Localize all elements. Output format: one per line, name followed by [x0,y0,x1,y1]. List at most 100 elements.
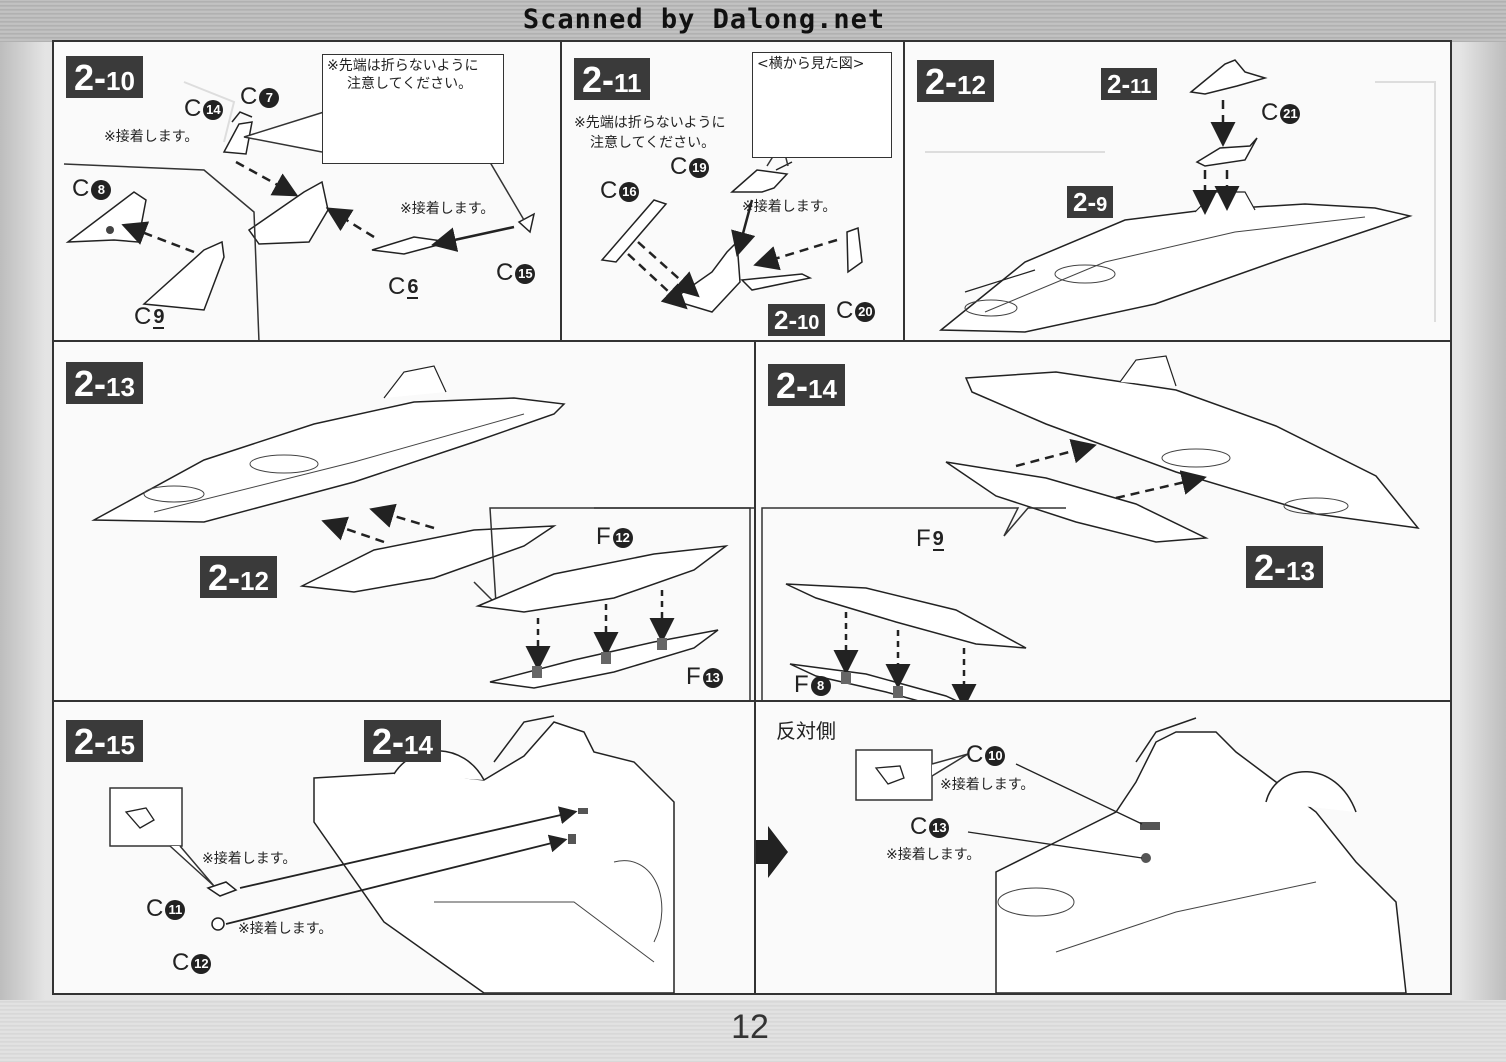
part-letter: C [172,949,190,976]
caution-text-line-1: ※先端は折らないように [574,115,726,131]
step-number-badge: 2-11 [574,58,650,100]
reference-step-badge: 2-10 [768,304,826,336]
opposite-side-heading: 反対側 [776,719,836,743]
part-number: 14 [203,99,224,120]
side-view-callout: <横から見た図> [752,52,892,158]
part-number: 8 [91,179,112,200]
glue-note: ※接着します。 [886,847,981,863]
part-number: 20 [855,301,876,322]
step-minor: 14 [808,374,837,404]
glue-note: ※接着します。 [104,129,199,145]
part-letter: C [72,175,90,202]
caution-callout: ※先端は折らないように 注意してください。 [322,54,504,164]
step-major: 2- [774,305,798,335]
part-number: 6 [407,275,419,299]
next-arrow [756,826,788,878]
part-number: 12 [191,953,212,974]
step-minor: 10 [106,66,135,96]
step-major: 2- [74,363,107,404]
step-minor: 13 [106,372,135,402]
scan-footer-bar [0,1000,1506,1062]
part-number: 11 [165,899,186,920]
part-letter: C [496,259,514,286]
scan-credit: Scanned by Dalong.net [522,4,886,35]
reference-step-badge: 2-13 [1246,546,1323,588]
part-letter: F [596,523,611,550]
glue-note: ※接着します。 [940,777,1035,793]
step-2-15-illustration [109,715,675,993]
step-2-12-illustration [925,59,1436,333]
part-letter: C [910,813,928,840]
step-major: 2- [208,557,241,598]
glue-note: ※接着します。 [742,199,837,215]
part-number: 9 [153,305,165,329]
caution-text-line-2: 注意してください。 [347,76,473,92]
part-letter: C [388,273,406,300]
step-major: 2- [925,61,958,102]
part-letter: F [686,663,701,690]
opposite-side-illustration [756,717,1407,993]
part-letter: C [1261,99,1279,126]
glue-note: ※接着します。 [202,851,297,867]
step-2-14-illustration [761,355,1420,700]
part-number: 15 [515,263,536,284]
glue-note: ※接着します。 [400,201,495,217]
part-number: 21 [1280,103,1301,124]
part-letter: C [670,153,688,180]
caution-text-line-2: 注意してください。 [590,135,716,151]
part-number: 13 [702,667,723,688]
step-number-badge: 2-13 [66,362,143,404]
reference-step-badge-2-11: 2-11 [1101,68,1158,100]
step-minor: 13 [1286,556,1315,586]
part-letter: C [240,83,258,110]
reference-step-badge: 2-14 [364,720,441,762]
part-number: 9 [932,527,944,551]
step-major: 2- [74,57,107,98]
part-number: 8 [810,675,831,696]
step-number-badge: 2-10 [66,56,143,98]
part-letter: C [836,297,854,324]
part-number: 10 [985,745,1006,766]
step-minor: 9 [1096,194,1108,216]
step-minor: 10 [797,312,820,334]
caution-text-line-1: ※先端は折らないように [327,58,479,74]
part-number: 13 [929,817,950,838]
part-letter: C [146,895,164,922]
glue-note: ※接着します。 [238,921,333,937]
part-number: 16 [619,181,640,202]
step-major: 2- [582,59,615,100]
step-minor: 15 [106,730,135,760]
step-major: 2- [1254,547,1287,588]
step-minor: 11 [1130,76,1152,98]
step-2-13-illustration [91,365,754,700]
step-number-badge: 2-15 [66,720,143,762]
step-number-badge: 2-14 [768,364,845,406]
part-number: 19 [689,157,710,178]
part-letter: C [134,303,152,330]
step-minor: 11 [614,68,642,98]
reference-step-badge: 2-12 [200,556,277,598]
part-letter: C [600,177,618,204]
step-minor: 14 [404,730,433,760]
part-letter: C [966,741,984,768]
